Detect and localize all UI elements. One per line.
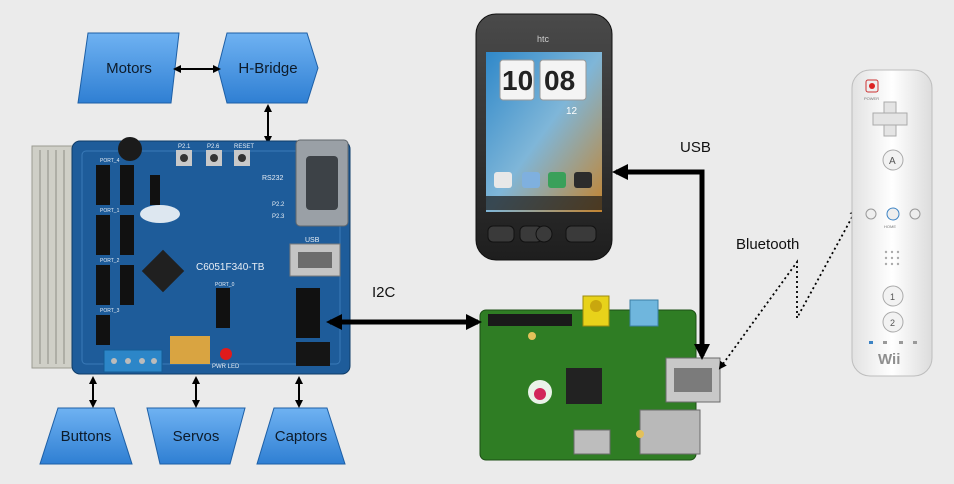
board-serial-label: RS232 [262, 175, 284, 182]
wiimote-one-label: 1 [890, 292, 895, 302]
bluetooth-label: Bluetooth [736, 236, 800, 253]
phone-clock-minutes: 08 [544, 65, 575, 96]
board-port4-label: PORT_4 [100, 158, 120, 164]
raspberry-pi-board [479, 295, 721, 461]
i2c-label: I2C [372, 284, 396, 301]
board-model-label: C6051F340-TB [196, 262, 265, 273]
phone-day-label: 12 [566, 106, 578, 117]
board-button-p26-label: P2.6 [207, 144, 220, 150]
servos-box [146, 407, 246, 465]
board-led-label: PWR LED [212, 364, 240, 370]
bluetooth-link [718, 208, 857, 370]
captors-box [256, 407, 346, 465]
motors-box [77, 32, 180, 104]
hbridge-box [217, 32, 319, 104]
android-phone [475, 13, 613, 261]
c8051-board [31, 137, 351, 375]
board-pin-p22-label: P2.2 [272, 202, 285, 208]
board-port3-label: PORT_3 [100, 308, 120, 314]
board-usb-label: USB [305, 237, 320, 244]
wiimote-power-label: POWER [864, 96, 879, 101]
board-button-p21-label: P2.1 [178, 144, 191, 150]
board-port1-label: PORT_1 [100, 208, 120, 214]
wiimote-a-label: A [889, 156, 896, 167]
usb-arrow [612, 164, 710, 360]
board-button-reset-label: RESET [234, 144, 254, 150]
phone-brand-label: htc [537, 34, 550, 44]
board-port2-label: PORT_2 [100, 258, 120, 264]
usb-label: USB [680, 139, 711, 156]
buttons-box [39, 407, 133, 465]
phone-clock-hours: 10 [502, 65, 533, 96]
wiimote-two-label: 2 [890, 318, 895, 328]
wiimote [851, 69, 933, 377]
wiimote-logo: Wii [878, 351, 900, 368]
board-pin-p23-label: P2.3 [272, 214, 285, 220]
board-port0-label: PORT_0 [215, 282, 235, 288]
wiimote-home-label: HOME [884, 224, 896, 229]
